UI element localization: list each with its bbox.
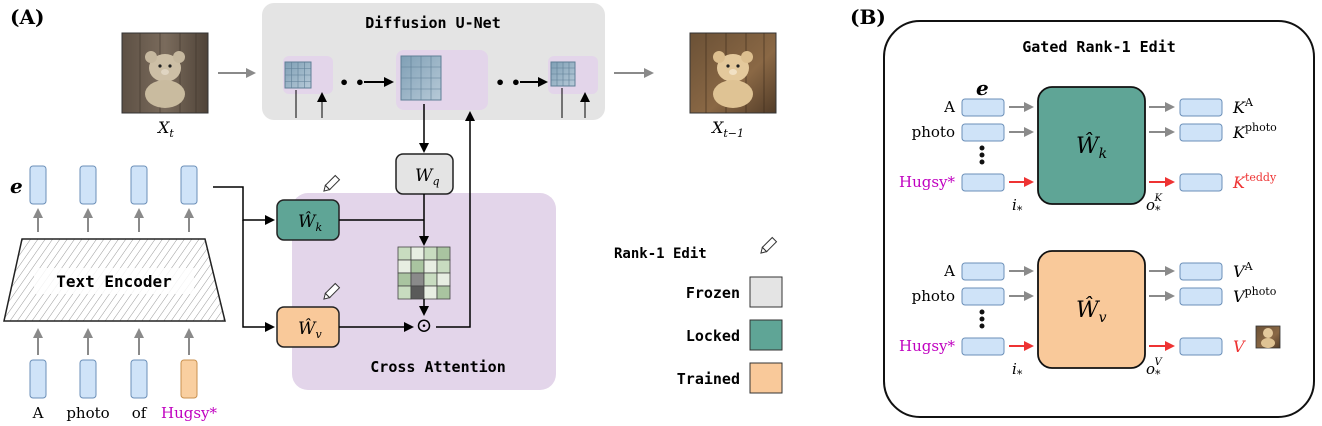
- wq-label: Wq: [415, 166, 440, 188]
- text-encoder-label: Text Encoder: [56, 272, 172, 291]
- input-token-box: [130, 359, 148, 399]
- legend-rank1-label: Rank-1 Edit: [614, 246, 707, 262]
- arrow-odot-to-unet: [436, 111, 475, 328]
- input-embedding: [961, 287, 1005, 306]
- panel-b-frame: [883, 20, 1315, 418]
- ellipsis-dot: [979, 159, 985, 165]
- unet-title: Diffusion U-Net: [365, 14, 500, 32]
- embedding-token: [79, 165, 97, 205]
- input-embedding: [961, 98, 1005, 117]
- input-embedding: [961, 262, 1005, 281]
- weight-box: [1037, 86, 1146, 205]
- legend-label: Frozen: [686, 284, 740, 302]
- embedding-token: [180, 165, 198, 205]
- ellipsis-dot: [979, 309, 985, 315]
- input-token-box: [29, 359, 47, 399]
- output-embedding: [1179, 98, 1223, 117]
- input-token-box: [79, 359, 97, 399]
- legend-label: Trained: [677, 370, 740, 388]
- i-star-label: i*: [1012, 360, 1023, 381]
- input-token-label: photo: [912, 123, 955, 141]
- output-embedding: [1179, 123, 1223, 142]
- weight-box-label: Ŵv: [1076, 296, 1107, 326]
- panel-b-title: Gated Rank-1 Edit: [1022, 38, 1176, 56]
- odot-symbol: ⊙: [416, 313, 433, 337]
- legend-swatch: [749, 276, 783, 308]
- input-token-box: [180, 359, 198, 399]
- input-token-label: photo: [912, 287, 955, 305]
- embedding-token: [29, 165, 47, 205]
- output-label: V: [1233, 337, 1246, 356]
- input-token-label: Hugsy*: [899, 337, 956, 355]
- weight-box: [1037, 250, 1146, 369]
- output-label: Vphoto: [1233, 285, 1277, 306]
- output-embedding: [1179, 337, 1223, 356]
- legend-label: Locked: [686, 327, 740, 345]
- xt-label: Xt: [156, 118, 174, 140]
- output-label: Kphoto: [1232, 121, 1277, 142]
- pencil-icon: [760, 236, 778, 254]
- i-star-label: i*: [1012, 196, 1023, 217]
- e-label: e: [10, 174, 23, 198]
- input-embedding: [961, 173, 1005, 192]
- wv-label: Ŵv: [298, 318, 322, 341]
- attention-matrix: [397, 246, 451, 300]
- panel-a-label: (A): [10, 5, 44, 29]
- output-embedding: [1179, 173, 1223, 192]
- panel-b-e-label: e: [976, 76, 989, 100]
- input-token-label: of: [132, 404, 148, 422]
- legend-swatch: [749, 362, 783, 394]
- o-star-label: o*K: [1146, 193, 1163, 217]
- input-token-label: A: [32, 404, 44, 422]
- ellipsis-dot: [979, 316, 985, 322]
- weight-box-label: Ŵk: [1076, 132, 1107, 162]
- arrow-e-to-wv: [242, 220, 275, 332]
- pencil-icon: [323, 174, 341, 192]
- xt1-label: Xt−1: [710, 118, 744, 140]
- ellipsis-dot: [979, 152, 985, 158]
- input-token-label: photo: [66, 404, 109, 422]
- text-encoder-label-bg: [34, 268, 194, 294]
- legend-swatch: [749, 319, 783, 351]
- feature-map-3-grid: [551, 62, 575, 86]
- output-label: Kteddy: [1232, 171, 1277, 192]
- input-token-label: A: [943, 262, 955, 280]
- input-image-xt: [121, 32, 209, 114]
- cross-attention-label: Cross Attention: [370, 358, 505, 376]
- output-embedding: [1179, 262, 1223, 281]
- input-token-label: A: [943, 98, 955, 116]
- output-image-xt1: [689, 32, 777, 114]
- unet-dots-2: • •: [495, 73, 521, 92]
- ellipsis-dot: [979, 145, 985, 151]
- output-label: KA: [1232, 96, 1254, 117]
- pencil-icon: [323, 282, 341, 300]
- arrow-e-to-wk: [213, 186, 275, 225]
- embedding-token: [130, 165, 148, 205]
- teddy-thumbnail: [1255, 325, 1281, 349]
- input-embedding: [961, 337, 1005, 356]
- ellipsis-dot: [979, 323, 985, 329]
- input-token-label: Hugsy*: [899, 173, 956, 191]
- o-star-label: o*V: [1146, 357, 1164, 381]
- input-embedding: [961, 123, 1005, 142]
- output-embedding: [1179, 287, 1223, 306]
- feature-map-1-grid: [285, 62, 311, 88]
- wk-label: Ŵk: [298, 211, 322, 234]
- output-label: VA: [1233, 260, 1254, 281]
- feature-map-2-grid: [401, 56, 441, 100]
- panel-b-label: (B): [850, 5, 886, 29]
- unet-dots-1: • •: [339, 73, 365, 92]
- input-token-label: Hugsy*: [161, 404, 218, 422]
